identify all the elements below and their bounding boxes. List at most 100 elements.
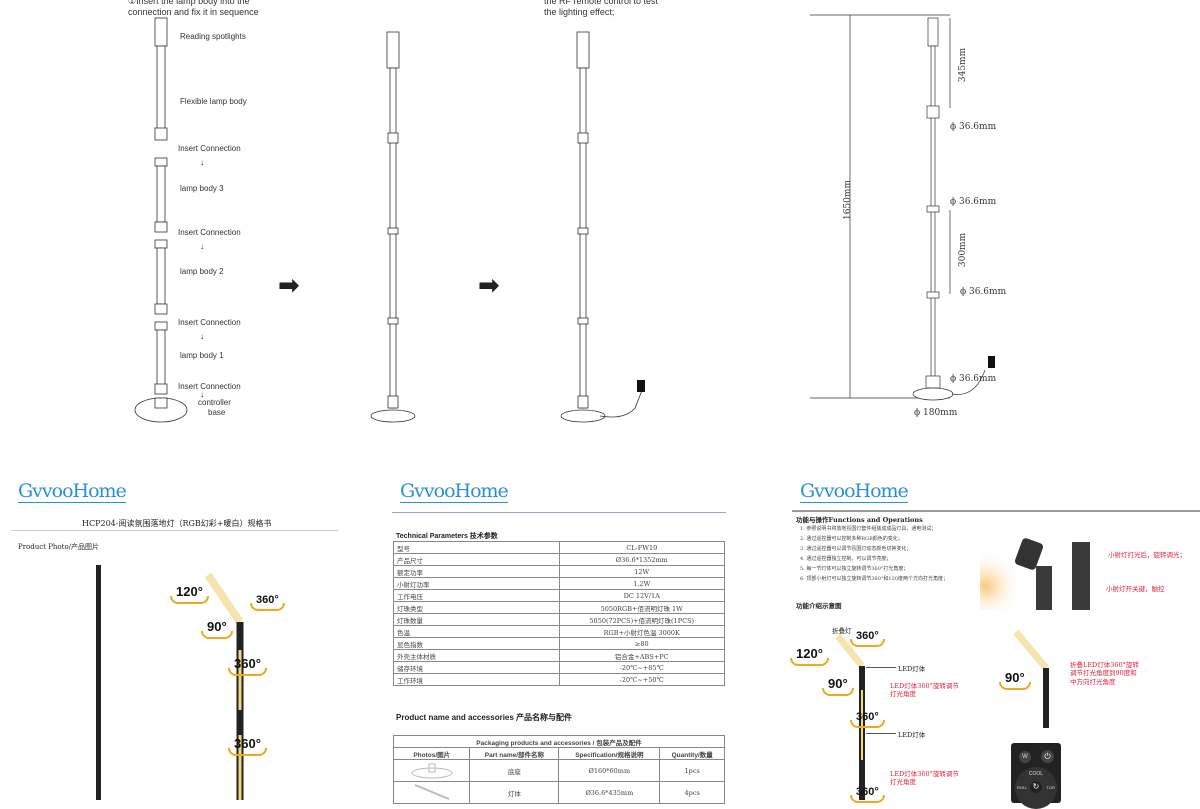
param-value: 1.2W [558, 577, 725, 590]
param-value: RGB+小射灯色温 3000K [558, 625, 725, 638]
param-name: 型号 [393, 541, 560, 554]
angle-label: 360° [850, 630, 885, 647]
part-qty: 1pcs [659, 759, 725, 782]
param-value: 12W [558, 565, 725, 578]
down-arrow-icon: ↓ [200, 158, 204, 167]
divider [12, 530, 338, 531]
angle-label: 120° [790, 646, 829, 666]
angle-label: 360° [228, 656, 267, 676]
param-name: 色温 [393, 625, 560, 638]
lamp-body-photo [392, 781, 471, 804]
part-name: 底座 [469, 759, 560, 782]
remote-power-icon[interactable]: ⏻ [1041, 750, 1054, 763]
label-lamp-body-1: lamp body 1 [180, 351, 224, 360]
right-arrow-icon: ➡ [278, 270, 300, 300]
base-photo [392, 759, 471, 782]
label-lamp-body-2: lamp body 2 [180, 267, 224, 276]
param-value: -20℃~+50℃ [558, 673, 725, 686]
table-row: 灯体 Ø36.6*435mm 4pcs [392, 781, 725, 804]
leader-line [866, 733, 896, 734]
divider [392, 512, 726, 513]
remote-cool-button[interactable]: COOL [1028, 771, 1044, 777]
param-value: DC 12V/1A [558, 589, 725, 602]
remote-w-button[interactable]: W [1019, 751, 1031, 763]
remote-right-button[interactable]: T.DR [1046, 785, 1055, 790]
param-name: 额定功率 [393, 565, 560, 578]
param-name: 储存环境 [393, 661, 560, 674]
functions-list: 1. 参照说明书将落地氛围灯套件组装成成品灯具，通电测试； 2. 通过遥控器可以… [800, 524, 948, 584]
dim-mid-segment: 300mm [958, 232, 969, 268]
remote-cycle-icon[interactable]: ↻ [1030, 781, 1042, 793]
param-name: 产品尺寸 [393, 553, 560, 566]
table-row: 外壳主体材质铝合金+ABS+PC [393, 649, 725, 662]
label-base: base [208, 408, 226, 417]
part-spec: Ø36.6*435mm [558, 781, 661, 804]
table-row: 工作环境-20℃~+50℃ [393, 673, 725, 686]
led-label: LED灯体 [898, 665, 926, 673]
function-item: 4. 通过遥控器独立控制，可以调节亮度； [800, 556, 892, 562]
angle-label: 360° [850, 786, 885, 803]
param-value: 铝合金+ABS+PC [558, 649, 725, 662]
param-name: 外壳主体材质 [393, 649, 560, 662]
param-name: 灯珠类型 [393, 601, 560, 614]
angle-label: 360° [228, 736, 267, 756]
pkg-header: Specification/规格说明 [558, 747, 661, 760]
divider [792, 510, 1200, 512]
param-name: 工作电压 [393, 589, 560, 602]
table-row: 储存环境-20℃~+85℃ [393, 661, 725, 674]
product-section-title: Product name and accessories 产品名称与配件 [396, 713, 573, 722]
label-controller: controller [198, 398, 231, 407]
assembled-lamp-drawing [370, 31, 416, 423]
param-name: 小射灯功率 [393, 577, 560, 590]
table-row: 底座 Ø160*60mm 1pcs [392, 759, 725, 782]
led-label: LED灯体 [898, 731, 926, 739]
dim-total-height: 1650mm [842, 180, 853, 220]
function-item: 1. 参照说明书将落地氛围灯套件组装成成品灯具，通电测试； [800, 526, 937, 532]
function-item: 2. 通过遥控器可以控制多种RGB颜色的变化； [800, 536, 903, 542]
dim-top-segment: 345mm [958, 47, 969, 83]
pkg-title: Packaging products and accessories / 包装产… [393, 735, 725, 748]
spotlight-note: 小射灯打光后，旋转调光； [1108, 551, 1186, 559]
page-title: HCP204-阅读氛围落地灯（RGB幻彩+暖白）规格书 [82, 519, 272, 528]
brand-logo: GvvooHome [400, 480, 509, 503]
led-note: LED灯体360°旋转调节打光角度 [890, 682, 959, 699]
label-insert-connection: Insert Connection [178, 228, 241, 237]
packaging-table: Packaging products and accessories / 包装产… [392, 735, 725, 804]
powered-lamp-drawing [560, 31, 645, 423]
step-note: the RF remote control to test the lighti… [544, 0, 659, 17]
angle-label: 360° [850, 711, 885, 728]
remote-control: W ⏻ COOL ROLL T.DR ↻ [1011, 743, 1061, 809]
step-title: ①Insert the lamp body into the connectio… [128, 0, 259, 17]
spotlight-note: 小射灯开关键，触控 [1106, 585, 1165, 593]
param-value: ≥80 [558, 637, 725, 650]
fold-lamp-photo [1013, 630, 1049, 728]
param-name: 显色指数 [393, 637, 560, 650]
leader-line [866, 667, 896, 668]
param-value: 5050RGB+佰流明灯珠 1W [558, 601, 725, 614]
diagram-title: 功能介绍示意图 [796, 602, 842, 610]
function-item: 3. 通过遥控器可以调节氛围灯动态颜色切换变化； [800, 546, 912, 552]
dim-diameter: ϕ 36.6mm [950, 197, 997, 207]
functions-title: 功能与操作Functions and Operations [796, 516, 923, 524]
angle-label: 360° [250, 594, 285, 611]
pkg-header: Part name/部件名称 [469, 747, 560, 760]
label-reading-spotlights: Reading spotlights [180, 32, 246, 41]
angle-label: 90° [822, 676, 854, 696]
part-spec: Ø160*60mm [558, 759, 661, 782]
section-title: Product Photo/产品图片 [18, 543, 100, 551]
dim-base-diameter: ϕ 180mm [914, 408, 958, 418]
label-lamp-body-3: lamp body 3 [180, 184, 224, 193]
function-item: 6. 顶部小射灯可以独立旋转调节360°和120度两个方向打光角度； [800, 576, 948, 582]
param-name: 灯珠数量 [393, 613, 560, 626]
angle-label: 90° [999, 670, 1031, 690]
function-item: 5. 每一节灯体可以独立旋转调节360°打光角度； [800, 566, 909, 572]
down-arrow-icon: ↓ [200, 332, 204, 341]
remote-left-button[interactable]: ROLL [1017, 785, 1028, 790]
dim-diameter: ϕ 36.6mm [960, 287, 1007, 297]
